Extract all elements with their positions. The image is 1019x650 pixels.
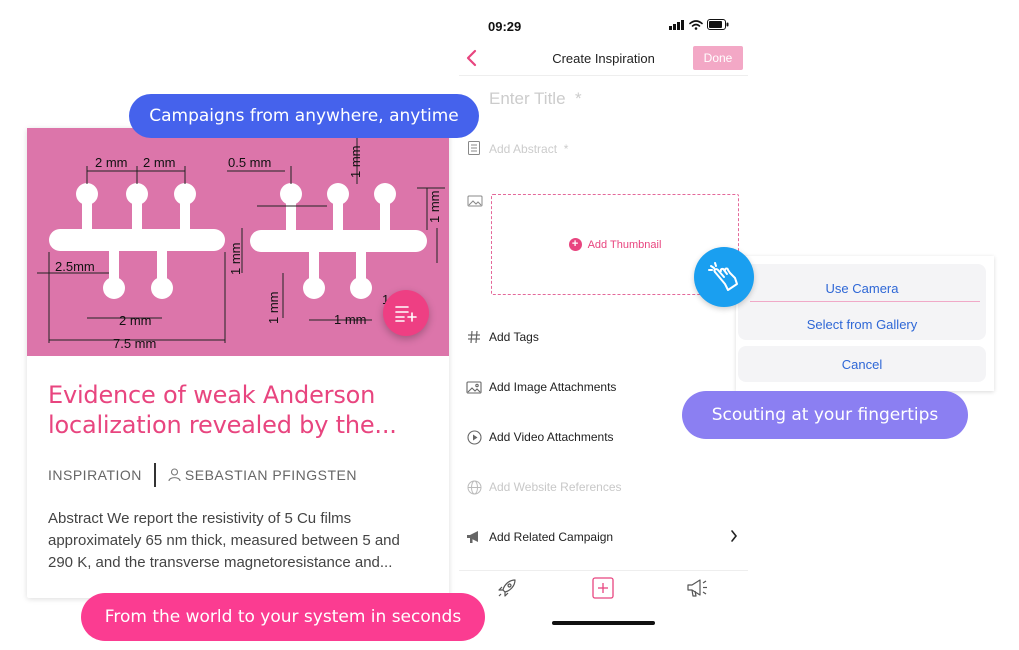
play-circle-icon [459, 429, 489, 445]
add-tags-row[interactable]: Add Tags [459, 322, 748, 352]
phone-screen: 09:29 Create Inspiration Done + Add Thum… [459, 0, 748, 650]
tagline-pill-campaigns: Campaigns from anywhere, anytime [129, 94, 479, 138]
abstract-line: Abstract We report the resistivity of 5 … [48, 510, 352, 527]
person-icon [168, 468, 181, 482]
thumbnail-image-icon [467, 194, 483, 212]
hash-icon [459, 330, 489, 344]
cancel-button[interactable]: Cancel [738, 346, 986, 382]
dim-label: 1 mm [348, 146, 363, 179]
dim-label: 2.5mm [55, 259, 95, 274]
add-related-campaign-row[interactable]: Add Related Campaign [459, 522, 748, 552]
sheet-separator [750, 301, 980, 302]
tagline-pill-world: From the world to your system in seconds [81, 593, 485, 641]
tagline-pill-scouting: Scouting at your fingertips [682, 391, 968, 439]
abstract-line: approximately 65 nm thick, measured betw… [48, 532, 400, 549]
row-label: Add Image Attachments [489, 380, 617, 394]
tab-create[interactable] [591, 576, 615, 600]
dim-label: 7.5 mm [113, 336, 156, 351]
dim-label: 0.5 mm [228, 155, 271, 170]
card-title[interactable]: Evidence of weak Anderson localization r… [48, 380, 428, 440]
battery-icon [707, 19, 729, 30]
done-button[interactable]: Done [693, 46, 743, 70]
nav-title: Create Inspiration [552, 51, 655, 66]
home-indicator[interactable] [552, 621, 655, 625]
plus-square-icon [592, 577, 614, 599]
row-label: Add Website References [489, 480, 622, 494]
row-label: Add Related Campaign [489, 530, 614, 544]
abstract-line: 290 K, and the transverse magnetoresista… [48, 554, 393, 571]
add-image-attachments-row[interactable]: Add Image Attachments [459, 372, 748, 402]
divider [459, 75, 748, 76]
add-video-attachments-row[interactable]: Add Video Attachments [459, 422, 748, 452]
add-website-references-row[interactable]: Add Website References [459, 472, 748, 502]
row-label: Add Tags [489, 330, 539, 344]
dim-label: 1 mm [228, 243, 243, 276]
plus-icon: + [568, 238, 582, 251]
signal-icon [669, 19, 684, 30]
inspiration-card[interactable]: 2 mm 2 mm 0.5 mm 1 mm 1 mm 2.5mm 1 mm 2 … [27, 128, 449, 598]
globe-icon [459, 480, 489, 495]
image-icon [459, 380, 489, 394]
row-label: Add Video Attachments [489, 430, 614, 444]
chevron-left-icon [466, 49, 477, 67]
action-sheet-group: Use Camera Select from Gallery [738, 264, 986, 340]
photo-action-sheet: Use Camera Select from Gallery Cancel [736, 256, 994, 391]
tap-gesture-badge [694, 247, 754, 307]
author-name: SEBASTIAN PFINGSTEN [184, 467, 358, 483]
card-meta: INSPIRATION SEBASTIAN PFINGSTEN [48, 462, 357, 488]
tab-announcements[interactable] [686, 576, 710, 600]
dim-label: 2 mm [95, 155, 128, 170]
dim-label: 2 mm [143, 155, 176, 170]
add-to-list-icon [395, 306, 417, 322]
megaphone-icon [459, 530, 489, 544]
document-icon [467, 140, 481, 161]
status-icons [669, 19, 729, 30]
dim-label: 1 [382, 292, 389, 307]
abstract-input[interactable] [489, 142, 729, 156]
card-title-line: Evidence of weak Anderson [48, 381, 376, 409]
tap-hand-icon [708, 262, 738, 291]
dim-label: 1 mm [266, 292, 281, 325]
chevron-right-icon [730, 529, 738, 548]
megaphone-icon [687, 579, 707, 597]
title-input[interactable] [489, 89, 729, 109]
add-to-list-button[interactable] [383, 290, 429, 336]
rocket-icon [498, 579, 516, 597]
dim-label: 1 mm [334, 312, 367, 327]
wifi-icon [689, 19, 703, 30]
device-diagram-image: 2 mm 2 mm 0.5 mm 1 mm 1 mm 2.5mm 1 mm 2 … [37, 138, 445, 351]
add-thumbnail-label: Add Thumbnail [587, 238, 662, 251]
back-button[interactable] [465, 48, 485, 70]
meta-divider [153, 463, 156, 487]
status-time: 09:29 [488, 19, 522, 34]
card-image: 2 mm 2 mm 0.5 mm 1 mm 1 mm 2.5mm 1 mm 2 … [27, 128, 449, 356]
card-abstract: Abstract We report the resistivity of 5 … [48, 508, 433, 574]
select-from-gallery-button[interactable]: Select from Gallery [738, 306, 986, 342]
category-label: INSPIRATION [48, 467, 142, 483]
card-title-line: localization revealed by the... [48, 411, 397, 439]
dim-label: 1 mm [427, 191, 442, 224]
dim-label: 2 mm [119, 313, 152, 328]
add-thumbnail-dropzone[interactable]: + Add Thumbnail [491, 194, 739, 295]
tabbar-divider [459, 570, 748, 571]
use-camera-button[interactable]: Use Camera [738, 270, 986, 306]
tab-campaigns[interactable] [495, 576, 519, 600]
